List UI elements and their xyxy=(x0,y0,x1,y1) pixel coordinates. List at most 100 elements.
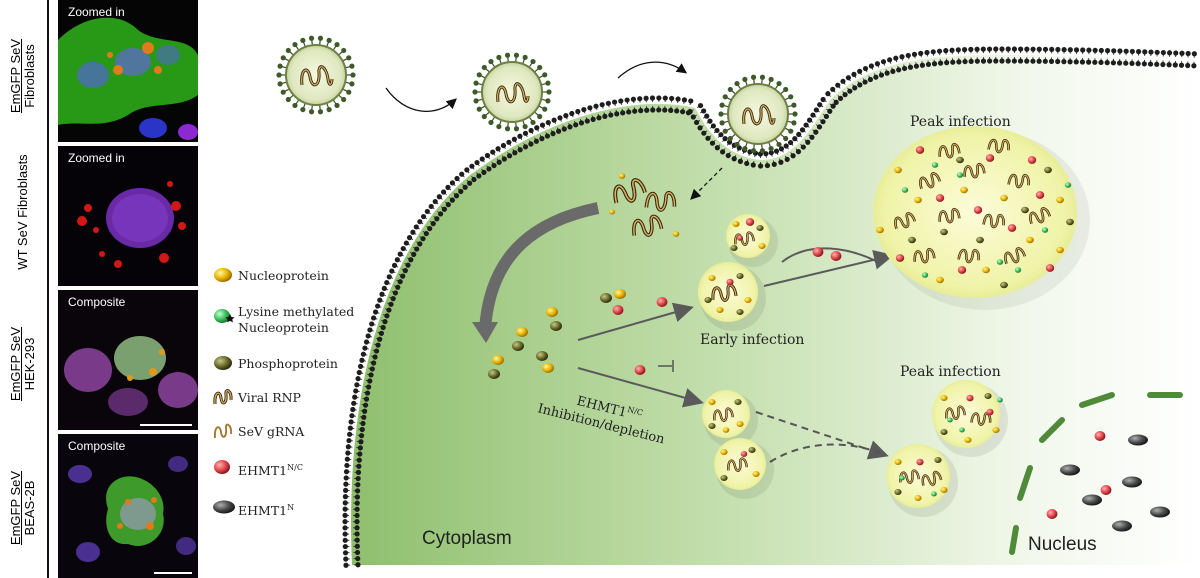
lipid-head xyxy=(353,388,359,394)
rnp-core xyxy=(988,139,1010,153)
lipid-head xyxy=(355,475,361,482)
virus-spike-head xyxy=(776,80,782,87)
ehmt1-nc-particle xyxy=(740,450,748,458)
lipid-head xyxy=(795,149,802,155)
lipid-head xyxy=(680,109,686,115)
virus-spike-head xyxy=(317,109,324,115)
lipid-head xyxy=(852,85,858,91)
virus-spike-head xyxy=(750,74,757,80)
uncoating-arrow xyxy=(479,202,600,331)
virus-rnp-core xyxy=(743,105,775,125)
peak-infection-bottom-label: Peak infection xyxy=(900,364,1001,380)
phosphoprotein-particle xyxy=(734,399,742,405)
phosphoprotein-particle xyxy=(1000,281,1008,289)
lipid-head xyxy=(357,451,363,457)
lipid-head xyxy=(379,291,385,297)
lipid-head xyxy=(845,75,851,81)
lipid-head xyxy=(346,437,352,444)
lipid-head xyxy=(474,159,480,166)
rnp-core xyxy=(899,470,920,484)
virus-spike-head xyxy=(300,106,306,113)
lipid-head xyxy=(581,106,587,113)
virus-spike-head xyxy=(334,41,340,48)
lipid-head xyxy=(467,180,473,186)
lipid-head xyxy=(402,268,408,274)
rnp-core xyxy=(645,192,676,211)
lipid-head xyxy=(365,333,371,339)
nucleoprotein-particle xyxy=(732,221,740,227)
legend-ehmt1-n-sup: N xyxy=(287,503,295,512)
nucleoprotein-particle xyxy=(1056,196,1064,204)
lipid-head xyxy=(405,262,411,268)
lipid-head xyxy=(1011,46,1018,52)
lipid-head xyxy=(744,160,750,167)
lipid-head xyxy=(593,103,599,109)
lipid-head xyxy=(1061,59,1067,65)
lipid-head xyxy=(986,46,993,52)
uncoating-arrow-head xyxy=(472,322,498,343)
phosphoprotein-particle xyxy=(736,309,744,315)
lipid-head xyxy=(930,49,936,55)
lipid-head xyxy=(578,120,585,126)
lipid-head xyxy=(690,114,696,120)
lipid-head xyxy=(901,65,908,72)
lipid-head xyxy=(375,342,381,348)
lipid-head xyxy=(368,372,374,378)
lipid-head xyxy=(557,115,563,121)
peak-infection-top-label: Peak infection xyxy=(910,114,1011,130)
ehmt1-n-particle xyxy=(1122,476,1142,488)
nucleoprotein-particle xyxy=(876,226,884,234)
lipid-head xyxy=(618,98,624,104)
lipid-head xyxy=(342,506,348,512)
virus-genome xyxy=(496,82,530,104)
virus-spike-head xyxy=(317,35,324,41)
lipid-head xyxy=(1079,59,1086,65)
lipid-head xyxy=(620,110,626,116)
lipid-head xyxy=(366,384,372,390)
virus-envelope xyxy=(285,44,347,106)
phosphoprotein-particle xyxy=(908,236,916,244)
lysine-methylated-particle xyxy=(996,259,1004,265)
lipid-head xyxy=(638,108,644,114)
ehmt1-nc-particle xyxy=(895,254,905,262)
phosphoprotein-particle xyxy=(1044,166,1052,174)
cytoplasm-label: Cytoplasm xyxy=(422,528,512,549)
lipid-head xyxy=(351,400,357,406)
phosphoprotein-particle xyxy=(736,273,744,279)
virus-spike-head xyxy=(742,76,748,83)
viral-rnp xyxy=(899,469,920,484)
virus-spike-head xyxy=(496,123,502,130)
lipid-head xyxy=(397,251,403,257)
particles-layer xyxy=(276,35,1170,532)
lipid-head xyxy=(356,457,362,463)
lipid-head xyxy=(352,394,358,400)
lipid-head xyxy=(857,68,863,74)
viral-rnp xyxy=(987,138,1010,154)
lysine-methylated-nucleoprotein-icon xyxy=(214,309,235,323)
nucleoprotein-particle xyxy=(708,275,716,281)
rnp-core xyxy=(919,172,941,189)
phosphoprotein-particle xyxy=(600,293,612,303)
lipid-head xyxy=(650,107,656,113)
viral-rnp xyxy=(1007,173,1030,189)
lipid-head xyxy=(390,296,396,302)
lipid-head xyxy=(428,203,434,210)
virus-spike-head xyxy=(768,145,774,152)
lipid-head xyxy=(1092,59,1098,65)
lipid-head xyxy=(386,274,392,280)
lipid-head xyxy=(999,46,1005,52)
virus-genome xyxy=(742,104,776,126)
lipid-head xyxy=(362,408,368,414)
phosphoprotein-particle xyxy=(730,245,738,251)
lipid-head xyxy=(344,462,350,469)
virus-spike-head xyxy=(750,148,757,154)
lipid-head xyxy=(1172,62,1178,68)
lipid-head xyxy=(701,130,707,136)
virus-spike-head xyxy=(718,111,724,117)
rnp-core xyxy=(712,284,737,301)
nucleoprotein-icon xyxy=(214,268,232,282)
lipid-head xyxy=(813,107,819,113)
lipid-head xyxy=(1011,58,1017,64)
nucleoprotein-particle xyxy=(614,289,626,299)
legend-sev-grna-label: SeV gRNA xyxy=(238,424,305,439)
